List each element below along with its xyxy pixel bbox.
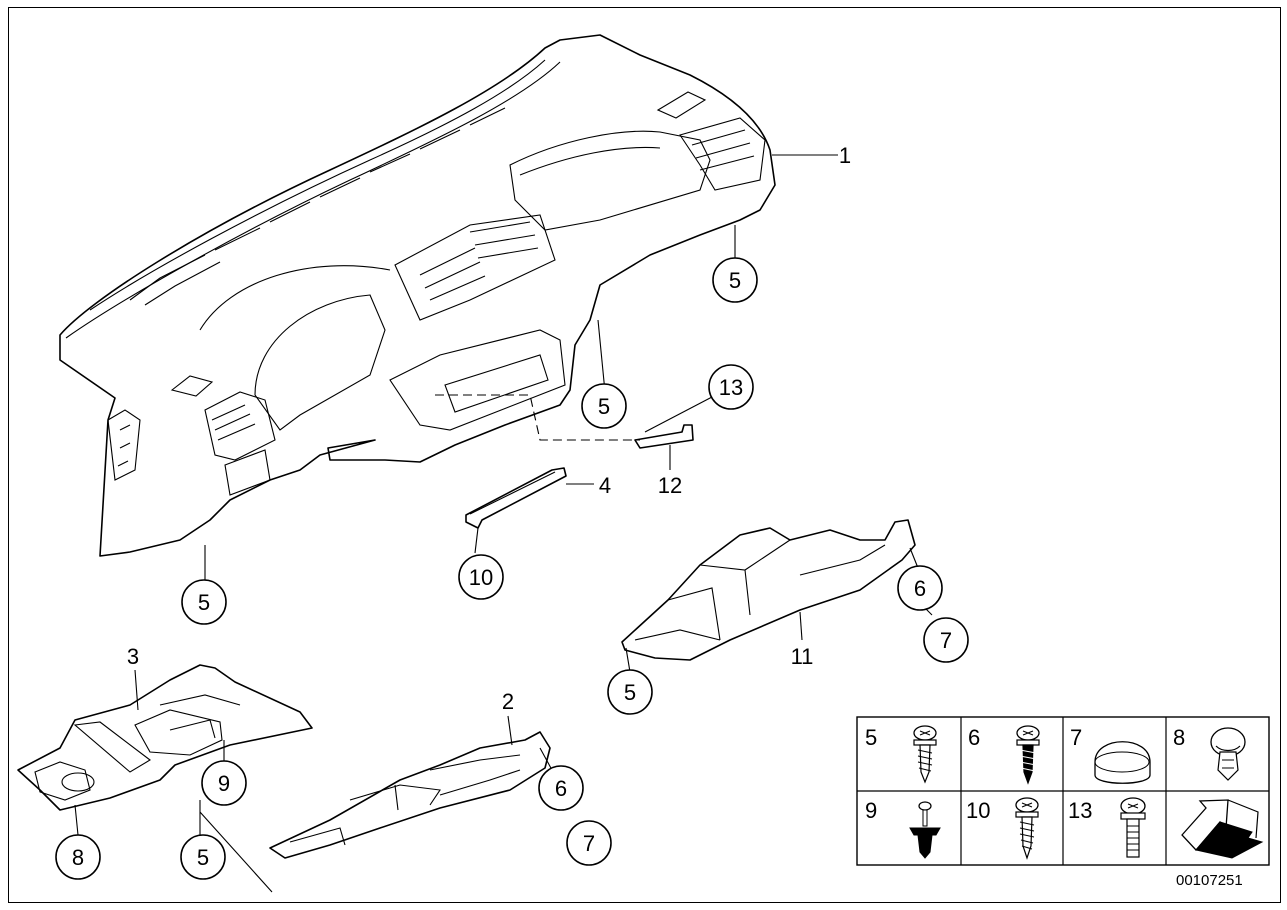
callout-1: 1	[839, 143, 851, 168]
callout-circle-9	[201, 760, 247, 806]
legend-label-10: 10	[966, 798, 990, 823]
callout-13: 13	[719, 375, 743, 400]
legend-label-9: 9	[865, 798, 877, 823]
cap-7-icon	[1094, 741, 1151, 784]
bracket-part-4[interactable]	[465, 467, 567, 529]
callout-circle-8	[55, 834, 101, 880]
callout-circle-5e	[180, 834, 226, 880]
callout-circle-10	[458, 554, 504, 600]
callout-circle-5b	[581, 383, 627, 429]
callout-circle-5c	[181, 579, 227, 625]
document-id: 00107251	[1176, 872, 1243, 889]
callout-circle-6b	[538, 765, 584, 811]
fastener-legend: 5 6 7 8 9 10 13	[856, 716, 1270, 866]
screw-5-icon	[913, 725, 937, 784]
dashboard-part[interactable]	[59, 34, 776, 557]
callout-4: 4	[599, 473, 611, 498]
callout-2: 2	[502, 689, 514, 714]
callout-5e: 5	[197, 845, 209, 870]
clip-8-icon	[1210, 727, 1246, 781]
callout-3: 3	[127, 644, 139, 669]
callout-6a: 6	[914, 576, 926, 601]
callouts: 1 2 3 4 11 12 5 5 5 5 5 6 7 6 7	[55, 143, 969, 880]
callout-7a: 7	[940, 628, 952, 653]
callout-5b: 5	[598, 394, 610, 419]
lower-panel-part-2[interactable]	[269, 731, 551, 859]
callout-7b: 7	[583, 831, 595, 856]
legend-label-13: 13	[1068, 798, 1092, 823]
callout-circle-13	[708, 364, 754, 410]
callout-12: 12	[658, 473, 682, 498]
callout-9: 9	[218, 771, 230, 796]
screw-6-icon	[1016, 725, 1040, 785]
callout-circle-5d	[607, 669, 653, 715]
callout-10: 10	[469, 565, 493, 590]
callout-6b: 6	[555, 776, 567, 801]
callout-5c: 5	[198, 590, 210, 615]
direction-arrow-icon	[1181, 799, 1264, 859]
screw-10-icon	[1015, 797, 1039, 860]
diagram-frame	[8, 7, 1281, 903]
rivet-9-icon	[909, 801, 941, 859]
callout-circle-7b	[566, 820, 612, 866]
callout-5a: 5	[729, 268, 741, 293]
callout-8: 8	[72, 845, 84, 870]
bracket-part-12[interactable]	[634, 424, 694, 449]
callout-circle-6a	[897, 565, 943, 611]
lower-panel-part-3[interactable]	[17, 664, 313, 811]
bolt-13-icon	[1120, 797, 1146, 858]
legend-label-7: 7	[1070, 725, 1082, 750]
legend-label-5: 5	[865, 725, 877, 750]
trim-panel-part-11[interactable]	[621, 519, 916, 661]
leader-lines	[74, 154, 933, 893]
legend-label-6: 6	[968, 725, 980, 750]
legend-label-8: 8	[1173, 725, 1185, 750]
callout-5d: 5	[624, 680, 636, 705]
callout-circle-5a	[712, 257, 758, 303]
callout-11: 11	[791, 644, 814, 669]
callout-circle-7a	[923, 617, 969, 663]
